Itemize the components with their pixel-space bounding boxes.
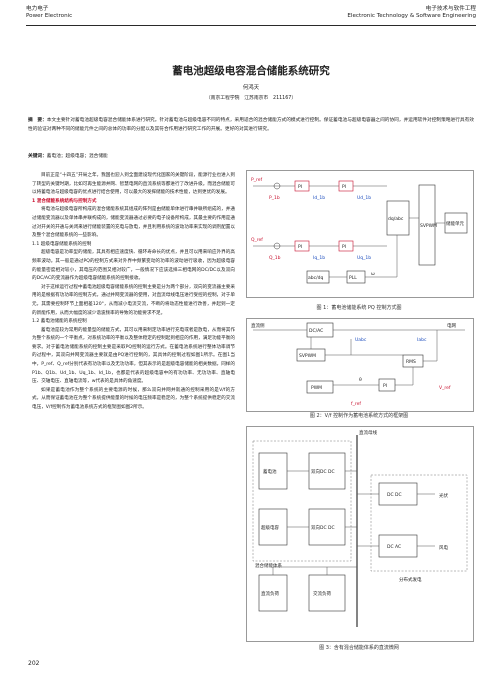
fig3-label-dcdc-2: 双向DC DC [311, 524, 335, 531]
fig1-label-qref: Q_ref [251, 237, 263, 243]
body-paragraph-1: 将电池与超级电容所构成的混合储能系统其组成的阵列是由储能单体进行串并联所组成的，… [32, 207, 235, 239]
body-paragraph-4: 蓄电池是较为常用的能量型的储能方式，其可以用来制定功率进行充电或者是放电，从而将… [32, 327, 235, 385]
abstract: 摘 要：本文主要针对蓄电池超级电容混合储能体系进行研究。针对蓄电池与超级电容不同… [28, 116, 474, 134]
fig1-label-storage: 储能单元 [446, 220, 464, 227]
journal-name-cn: 电子技术与软件工程 [425, 6, 476, 12]
fig1-label-omega: ω [371, 272, 375, 277]
fig1-label-svpwm: SVPWM [420, 223, 437, 229]
fig3-label-distributed-gen: 分布式发电 [399, 576, 422, 583]
fig2-label-pi: PI [383, 383, 387, 389]
fig3-label-pv: 光伏 [439, 492, 448, 499]
intro-paragraph: 目前正是“十四五”开局之年，我国也迎入到全面建设现代化国家的关键阶段，能源行业也… [32, 173, 235, 196]
page-number: 202 [28, 660, 40, 667]
fig3-label-dcdc-1: 双向DC DC [311, 468, 335, 475]
running-header-right: 电子技术与软件工程 Electronic Technology & Softwa… [347, 6, 476, 19]
fig1-label-pi-3: PI [298, 244, 302, 250]
keywords: 关键词：蓄电池；超级电容；混合储能 [28, 153, 474, 159]
fig3-label-dcdc: DC DC [387, 492, 402, 498]
fig1-label-pi-4: PI [342, 244, 346, 250]
fig1-label-pref: P_ref [251, 177, 262, 183]
figure-2-vf-control: 直流侧 DC/AC 电网 SVPWM Uabc Iabc RMS PWM V_r… [246, 318, 474, 412]
fig1-label-uq: Uq_1b [357, 255, 371, 261]
fig3-label-dcac: DC AC [387, 544, 401, 550]
abstract-label: 摘 要： [28, 118, 47, 123]
figure-3-caption: 图 3：含有混合储能体系的直流微网 [319, 645, 399, 651]
keywords-text: 蓄电池；超级电容；混合储能 [46, 154, 108, 159]
journal-section-en: Power Electronic [26, 12, 73, 19]
figure-2-diagram: 直流侧 DC/AC 电网 SVPWM Uabc Iabc RMS PWM V_r… [251, 322, 465, 407]
affiliation: （南京工程学院 江苏南京市 211167） [205, 96, 297, 101]
fig1-sum-node-1 [273, 182, 281, 190]
fig2-signal-lines [253, 329, 465, 386]
fig1-label-pll: PLL [349, 275, 357, 281]
body-paragraph-3: 对于这样运行过程中蓄电池超级电容储能系统的控制主要是分为两个部分，双向的变流器主… [32, 284, 235, 316]
keywords-label: 关键词： [28, 154, 47, 159]
fig3-label-wind: 风电 [439, 544, 448, 551]
paper-title: 蓄电池超级电容混合储能系统研究 [172, 65, 330, 77]
journal-section-cn: 电力电子 [26, 6, 49, 12]
fig1-label-q1b: Q_1b [269, 255, 281, 261]
fig2-label-fref: f_ref [351, 401, 361, 407]
fig1-label-pi-2: PI [342, 184, 346, 190]
fig3-label-dc-load: 直流负荷 [261, 590, 279, 597]
fig3-label-hybrid-system: 混合储能体系 [255, 562, 282, 569]
fig2-label-dc-side: 直流侧 [251, 322, 265, 329]
header-rule [26, 25, 476, 26]
fig2-label-uabc: Uabc [355, 337, 367, 343]
fig3-label-supercap: 超级电容 [261, 524, 279, 531]
running-header-left: 电力电子 Power Electronic [26, 6, 72, 19]
section-heading-1: 1 混合储能系统结构与控制方式 [32, 198, 97, 204]
figure-3-dc-microgrid: 直流母线 蓄电池 超级电容 双向DC DC 双向DC DC 光伏 风电 DC D… [246, 426, 474, 642]
figure-3-diagram: 直流母线 蓄电池 超级电容 双向DC DC 双向DC DC 光伏 风电 DC D… [252, 429, 468, 627]
author: 何鸿天 [242, 85, 260, 91]
fig2-label-dcac: DC/AC [309, 328, 323, 334]
fig1-sum-node-2 [273, 242, 281, 250]
abstract-text: 本文主要针对蓄电池超级电容混合储能体系进行研究。针对蓄电池与超级电容不同的特点，… [28, 118, 474, 132]
fig2-label-theta: θ [359, 377, 362, 383]
fig3-label-ac-load: 交流负荷 [313, 590, 331, 597]
fig1-label-iq: Iq_1b [313, 255, 325, 261]
fig3-label-battery: 蓄电池 [263, 468, 277, 475]
fig2-label-iabc: Iabc [417, 337, 427, 343]
journal-name-en: Electronic Technology & Software Enginee… [347, 12, 476, 19]
fig3-distributed-gen-frame [370, 474, 468, 572]
subsection-heading-1-1: 1.1 超级电容储能系统的控制 [32, 241, 92, 247]
figure-1-pq-control: P_ref P_1b Q_ref Q_1b PI PI PI PI dq/abc… [246, 170, 474, 298]
fig1-signal-lines [253, 185, 445, 278]
subsection-heading-1-2: 1.2 蓄电池储能的系统控制 [32, 319, 87, 325]
fig1-label-p1b: P_1b [269, 195, 280, 201]
fig2-label-grid: 电网 [447, 322, 456, 329]
fig1-label-abc-dq: abc/dq [308, 275, 323, 281]
figure-2-caption: 图 2：V/f 控制作为蓄电池系统方式的框架图 [309, 413, 409, 419]
body-paragraph-5: 如果是蓄电池作为整个系统的主要电源的时候，那么双向并网并就通的控制采用的是V/f… [32, 387, 235, 411]
fig2-label-rms: RMS [406, 359, 416, 365]
fig2-label-vref: V_ref [439, 385, 451, 391]
body-paragraph-2: 超级电容是功率型的储能，其具有相应速度快、循环寿命长的优点，并且可以用来响应外界… [32, 250, 235, 282]
body-column: 目前正是“十四五”开局之年，我国也迎入到全面建设现代化国家的关键阶段，能源行业也… [32, 172, 235, 413]
fig3-hybrid-storage-frame [252, 440, 352, 562]
fig1-label-id: Id_1b [313, 195, 325, 201]
fig2-label-svpwm: SVPWM [299, 353, 316, 359]
fig1-label-pi-1: PI [298, 184, 302, 190]
figure-1-diagram: P_ref P_1b Q_ref Q_1b PI PI PI PI dq/abc… [251, 177, 468, 284]
fig3-connection-lines [272, 470, 435, 575]
fig1-label-ud: Ud_1b [357, 195, 371, 201]
fig1-label-dq-abc: dq/abc [388, 216, 404, 222]
fig1-svpwm-block [418, 184, 436, 266]
fig3-label-dc-bus: 直流母线 [359, 429, 377, 436]
fig2-label-pwm: PWM [311, 385, 322, 391]
fig2-pwm-block [306, 380, 334, 394]
figure-1-caption: 图 1：蓄电池储能系统 PQ 控制方式图 [316, 305, 402, 311]
